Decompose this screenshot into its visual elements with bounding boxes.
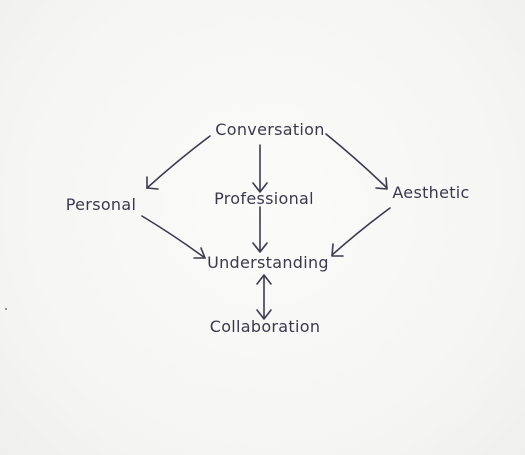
node-collaboration: Collaboration (209, 317, 321, 336)
edge-personal-to-understanding (141, 215, 206, 259)
node-professional: Professional (214, 189, 314, 208)
node-understanding: Understanding (207, 253, 329, 272)
paper-speck (5, 308, 7, 310)
edge-conversation-to-professional (252, 144, 268, 193)
node-aesthetic: Aesthetic (392, 183, 470, 202)
edge-conversation-to-aesthetic (325, 133, 388, 190)
edge-conversation-to-personal (146, 135, 211, 190)
edge-professional-to-understanding (252, 206, 268, 253)
edge-understanding-collaboration (256, 274, 272, 320)
node-conversation: Conversation (215, 120, 325, 139)
node-personal: Personal (65, 195, 137, 214)
edge-aesthetic-to-understanding (331, 207, 391, 257)
